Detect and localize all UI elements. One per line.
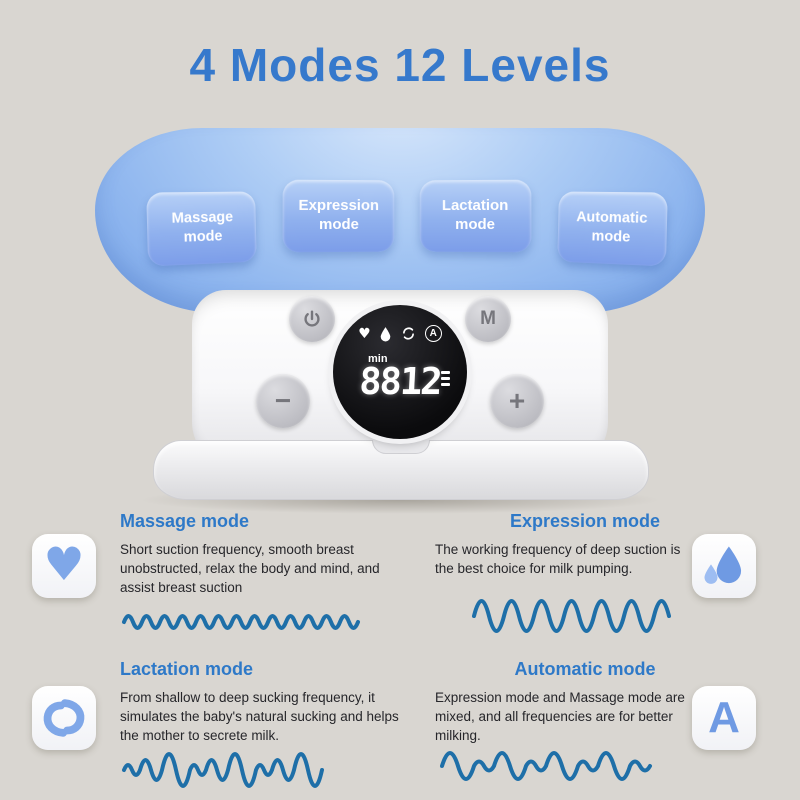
massage-wave-pattern bbox=[122, 614, 360, 630]
arc-mode-automatic: Automatic mode bbox=[557, 191, 668, 267]
decrease-button: − bbox=[256, 374, 310, 428]
page-title: 4 Modes 12 Levels bbox=[189, 39, 611, 91]
expression-drops-icon bbox=[692, 534, 756, 598]
plus-icon: + bbox=[508, 385, 526, 416]
mode-button-label: M bbox=[480, 308, 496, 329]
heart-icon: ♥ bbox=[43, 536, 85, 591]
minus-icon: − bbox=[274, 385, 292, 416]
arc-mode-expression: Expression mode bbox=[282, 179, 395, 253]
feature-text-automatic: Expression mode and Massage mode are mix… bbox=[435, 690, 685, 744]
feature-text-expression: The working frequency of deep suction is… bbox=[435, 542, 681, 577]
display-icon-row: ♥ A bbox=[333, 325, 467, 342]
feature-heading-massage: Massage mode bbox=[120, 511, 250, 531]
arc-mode-massage: Massage mode bbox=[146, 191, 257, 267]
cycle-arrows-icon bbox=[402, 327, 414, 340]
lcd-display: ♥ A min 8812 bbox=[333, 305, 467, 439]
automatic-wave-pattern bbox=[440, 751, 652, 781]
expression-wave-pattern bbox=[472, 599, 671, 633]
min-label: min bbox=[368, 353, 388, 365]
power-icon bbox=[304, 310, 320, 327]
increase-button: + bbox=[490, 374, 544, 428]
feature-text-lactation: From shallow to deep sucking frequency, … bbox=[120, 690, 399, 744]
feature-heading-automatic: Automatic mode bbox=[514, 659, 656, 679]
level-bars-icon bbox=[441, 371, 450, 386]
swirl-icon bbox=[43, 699, 85, 737]
water-drop-icon bbox=[380, 326, 391, 341]
feature-heading-expression: Expression mode bbox=[509, 511, 661, 531]
power-button bbox=[289, 296, 335, 342]
water-drops-icon bbox=[704, 546, 742, 584]
base-notch bbox=[372, 440, 430, 454]
pump-dome: Massage mode Expression mode Lactation m… bbox=[95, 128, 705, 313]
heart-icon: ♥ bbox=[358, 325, 371, 342]
mode-button: M bbox=[465, 296, 511, 342]
auto-mode-letter: A bbox=[429, 328, 437, 339]
lactation-wave-pattern bbox=[122, 752, 324, 788]
lactation-swirl-icon bbox=[32, 686, 96, 750]
arc-mode-lactation: Lactation mode bbox=[419, 179, 532, 253]
letter-a-icon: A bbox=[708, 693, 740, 742]
feature-heading-lactation: Lactation mode bbox=[120, 659, 254, 679]
auto-mode-icon: A bbox=[424, 325, 442, 342]
feature-text-massage: Short suction frequency, smooth breast u… bbox=[120, 542, 380, 596]
automatic-letter-icon: A bbox=[692, 686, 756, 750]
pump-base-tray bbox=[153, 440, 649, 500]
massage-heart-icon: ♥ bbox=[32, 534, 96, 598]
